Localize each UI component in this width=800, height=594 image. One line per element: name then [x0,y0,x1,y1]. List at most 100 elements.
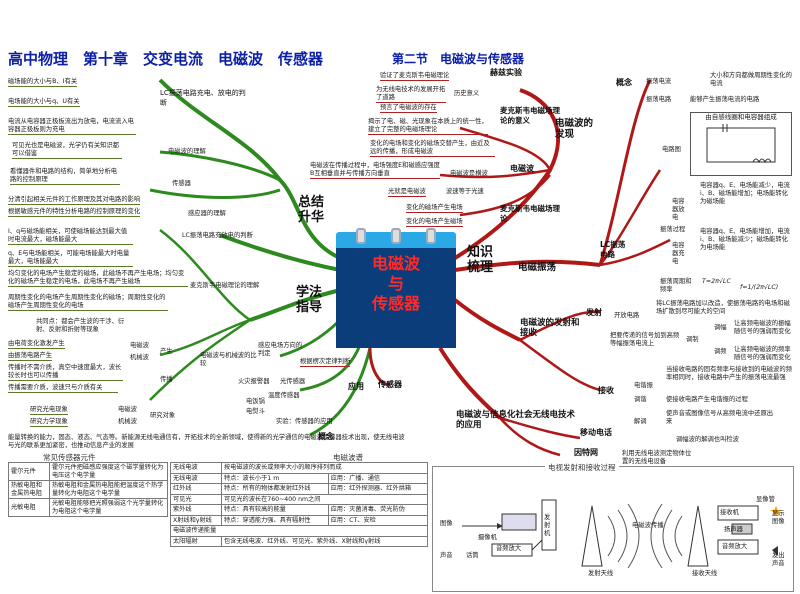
method-s2-item: q、E与电场能相关，可能电场能最大时电量最大，电场能最大 [8,250,133,267]
table-cell: 包含无线电波、红外线、可见光、紫外线、X射线和γ射线 [221,535,428,547]
rx-sub: 解调 [634,418,647,425]
theory-item: 变化的电场产生磁场 [406,218,463,227]
method-s4-item: 传播时不需介质，真空中速度最大，波长较长时也可以传播 [8,364,123,381]
tv-label: 音频放大 [496,545,522,552]
center-topic-title: 电磁波 与 传感器 [371,254,420,313]
tx-sub: 调频 [714,348,727,355]
method-s4-item: 由振荡电路产生 [8,352,53,361]
tx-note: 将LC振荡电路加以改造，使振荡电路的电场和磁场扩散到尽可能大的空间 [656,300,790,315]
table-cell: 光敏电阻 [8,498,50,517]
page-subtitle: 第二节 电磁波与传感器 [392,52,525,66]
method-s4-item: 共同点：都会产生波的干涉、衍射、反射和折射等现象 [36,318,125,333]
tv-label: 电磁波传播 [632,522,664,529]
summary-em-item: 可见光也是电磁波，光学仍有关知识都可以借鉴 [12,142,122,159]
tv-label: 显像管 [756,496,775,503]
method-summary-text: 能量转换的能力，固态、液态、气态等。新能源无线电通信有，开拓技术的全新领域，使得… [8,434,405,449]
table-cell: 光敏电阻能够把光照强弱这个光学量转化为电阻这个电学量 [49,498,168,517]
method-s3-item: 周期性变化的电场产生周期性变化的磁场；周期性变化的磁场产生周期性变化的电场 [8,294,168,311]
binder-ring-icon [426,228,436,244]
method-s4-tag: 电磁波 [130,342,149,349]
rx-sub: 电谐振 [634,382,653,389]
misc-sensor-item: 电饭锅 [246,398,265,405]
concept-item: 振荡电路 [646,96,672,103]
tx-sub: 开放电路 [614,312,640,319]
table-row: 可见光 可见光的波长在760~400 nm之间 [170,493,428,505]
method-s4-sub: 传播 [160,376,173,383]
table-cell: 热敏电阻和金属热电阻 [8,480,50,499]
wave-item: 变化的电场和变化的磁场交替产生，由近及远的传播，形成电磁波 [370,140,495,157]
misc-concept-label: 概念 [318,432,334,441]
tx-sub: 发射 [586,308,602,317]
max-title: 麦克斯韦电磁场理论的意义 [500,106,560,125]
exp-item: 为无线电技术的发展开拓了道路 [376,86,446,103]
formula-f: f=1/(2π√LC) [740,284,779,291]
process-sub: 电容器充电 [672,242,685,265]
method-s4-sub: 产生 [160,348,173,355]
concept-item: 振荡电流 [646,78,672,85]
misc-sensor-label: 传感器 [378,380,402,389]
tx-note: 让高频电磁波的频率随信号的强弱而变化 [734,346,791,361]
table-row: 紫外线 特点：具有较高的能量 应用：灭菌消毒、荧光防伪 [170,504,429,516]
table-cell: 热敏电阻和金属热电阻能把温度这个热学量转化为电阻这个电学量 [49,480,168,499]
hub-knowledge: 知识梳理 [466,245,493,275]
binder-ring-icon [356,228,366,244]
circuit-diagram-box: 由自感线圈和电容器组成 [690,112,792,176]
table-cell: 特点：穿透能力强、具有辐射性 [221,514,329,526]
table-cell: 无线电波 [170,462,222,474]
rx-note: 使接收电路产生电谐振的过程 [666,396,748,403]
table-cell: 无线电波 [170,472,222,484]
table-cell: 应用：CT、安检 [327,514,429,526]
method-s5-tag: 机械波 [118,418,137,425]
tx-note: 让高频电磁波的振幅随信号的强弱而变化 [734,320,791,335]
method-s3-title: 麦克斯韦电磁理论的理解 [190,282,260,289]
center-topic-body [336,248,456,348]
table-cell: 可见光 [170,493,222,505]
table-row: 无线电波 按电磁波的波长或频率大小的顺序排列而成 [170,462,428,474]
table-row: 红外线 特点：所有的物体都发射红外线 应用：红外探测器、红外烘箱 [170,483,429,495]
table-cell: 太阳辐射 [170,535,222,547]
tx-sub: 调幅 [714,324,727,331]
process-title: 振荡过程 [660,226,686,233]
rx-note: 当接收电路的固有频率与接收到的电磁波的频率相同时，接收电路中产生的振荡电流最强 [666,366,792,381]
binder-ring-icon [391,228,401,244]
app-sub: 因特网 [574,448,598,457]
table-row: 热敏电阻和金属热电阻 热敏电阻和金属热电阻能把温度这个热学量转化为电阻这个电学量 [8,480,168,499]
max-item: 揭示了电、磁、光现象在本质上的统一性，建立了完整的电磁场理论 [368,118,488,135]
concept-note: 大小和方向都做周期性变化的电流 [710,72,792,87]
summary-lc-item: 磁场能的大小与B、I有关 [8,78,78,87]
tv-label: 发出声音 [772,552,785,567]
center-topic: 电磁波 与 传感器 [336,228,456,348]
method-s5-title: 研究对象 [150,412,176,419]
table-cell: 按电磁波的波长或频率大小的顺序排列而成 [221,462,428,474]
table-row: 无线电波 特点：波长小于1 m 应用：广播、通信 [170,472,429,484]
hub-method: 学法指导 [295,285,322,315]
wave-item: 光就是电磁波 [388,188,426,197]
method-s4-tag: 机械波 [130,354,149,361]
spectrum-table-title: 电磁波谱 [330,452,366,463]
misc-sensor-item: 光传感器 [280,378,306,385]
tv-label: 接收机 [720,509,739,516]
rx-note: 调幅波的解调也叫检波 [676,436,739,443]
circuit-diagram-title: 电路图 [662,146,681,153]
summary-em-title: 电磁波的理解 [168,148,206,155]
method-s3-item: 均匀变化的电场产生稳定的磁场，此磁场不再产生电场；均匀变化的磁场产生稳定的电场，… [8,270,188,287]
table-row: 电磁波传递能量 [170,525,428,537]
table-cell: 红外线 [170,483,222,495]
method-s4-title: 电磁波与机械波的比较 [200,352,257,367]
method-s2-item: I、q与磁场能相关，可使磁场能达到最大值时电流最大，磁场能最大 [8,228,133,245]
page-title: 高中物理 第十章 交变电流 电磁波 传感器 [8,50,324,68]
misc-sensor-item: 电熨斗 [246,408,265,415]
method-dir-title: 感应电场方向的判定 [258,342,303,357]
table-row: 光敏电阻 光敏电阻能够把光照强弱这个光学量转化为电阻这个电学量 [8,498,168,517]
wave-title: 电磁波 [510,164,534,173]
misc-sensor-item: 火灾报警器 [238,378,270,385]
rx-note: 使声音或图像信号从高频电流中还原出来 [666,410,774,425]
lc-circuit-title: LC振荡电路 [600,240,626,259]
method-s1-item: 分清引起相关元件的工作原理及其对电路的影响 [8,196,141,205]
concept-title: 概念 [616,78,632,87]
max-item: 预言了电磁波的存在 [380,104,437,113]
tv-label: 摄像机 [478,534,497,541]
app-note: 利用无线电波测定物体位置的无线电设备 [622,450,692,465]
table-row: 太阳辐射 包含无线电波、红外线、可见光、紫外线、X射线和γ射线 [170,535,428,547]
tv-label: 声音 [440,552,453,559]
